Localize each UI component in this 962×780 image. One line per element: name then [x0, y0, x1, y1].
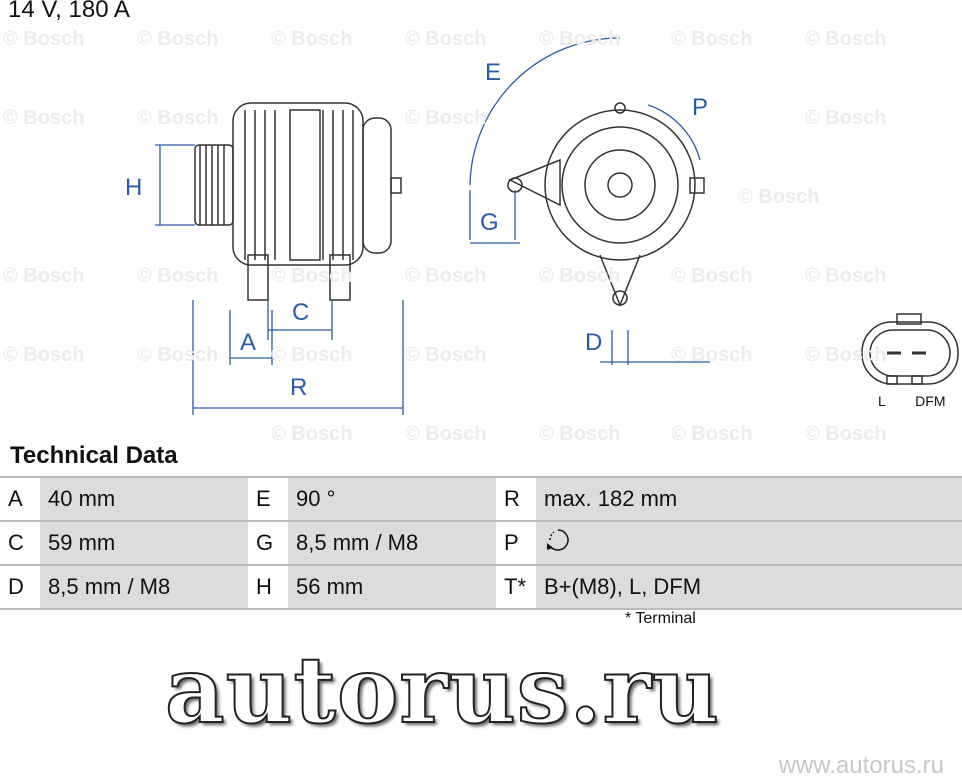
label-a: A: [240, 329, 256, 356]
label-d: D: [585, 329, 602, 356]
site-watermark: www.autorus.ru: [778, 752, 944, 779]
pin-l: L: [878, 393, 886, 409]
param-key: H: [248, 564, 288, 610]
param-value: 59 mm: [40, 520, 248, 566]
front-view: [507, 102, 705, 308]
label-c: C: [292, 299, 309, 326]
param-key: T*: [496, 564, 536, 610]
param-key: G: [248, 520, 288, 566]
dimension-lines: [155, 37, 710, 415]
side-view: [194, 102, 402, 301]
param-value: B+(M8), L, DFM: [536, 564, 962, 610]
param-value: max. 182 mm: [536, 476, 962, 522]
param-value: 90 °: [288, 476, 496, 522]
overlay-watermark: autorus.ru: [164, 635, 720, 745]
label-e: E: [485, 59, 501, 86]
dimension-labels: H A C R E G P D: [125, 59, 708, 401]
label-r: R: [290, 374, 307, 401]
section-heading: Technical Data: [10, 442, 178, 469]
alternator-drawing: H A C R E G P D: [125, 37, 959, 415]
label-p: P: [692, 94, 708, 121]
footnote: * Terminal: [625, 610, 696, 627]
connector-plug: [861, 313, 959, 385]
param-key: D: [0, 564, 40, 610]
page-title: 14 V, 180 A: [8, 0, 130, 23]
param-value: 8,5 mm / M8: [288, 520, 496, 566]
param-value: 8,5 mm / M8: [40, 564, 248, 610]
label-h: H: [125, 174, 142, 201]
param-value: 40 mm: [40, 476, 248, 522]
param-key: C: [0, 520, 40, 566]
connector-pin-labels: L DFM: [878, 393, 946, 409]
param-key: E: [248, 476, 288, 522]
param-key: R: [496, 476, 536, 522]
param-value: 56 mm: [288, 564, 496, 610]
param-key: P: [496, 520, 536, 566]
clockwise-rotation-icon: [547, 529, 569, 551]
label-g: G: [480, 209, 499, 236]
param-value: [536, 520, 962, 566]
pin-dfm: DFM: [915, 393, 946, 409]
param-key: A: [0, 476, 40, 522]
